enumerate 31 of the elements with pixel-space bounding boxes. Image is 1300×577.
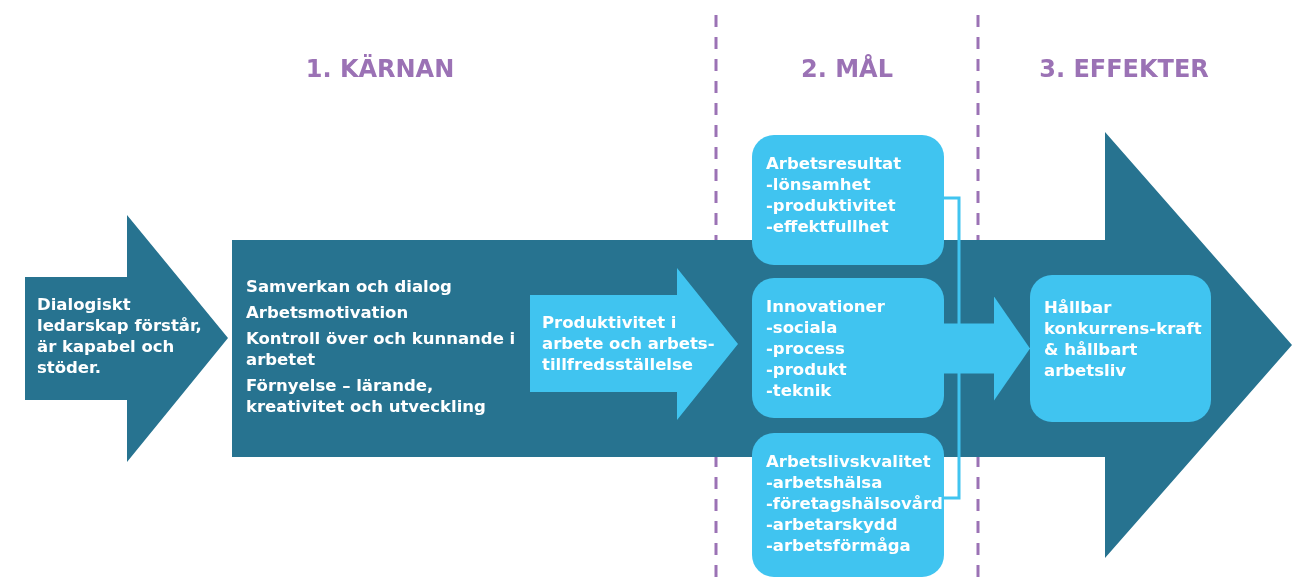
arrow-text: Produktivitet i arbete och arbets-tillfredsställelse [542,312,716,375]
goal-card [752,278,944,418]
list-item: -effektfullhet [766,216,890,237]
arrow-text: Samverkan och dialog [246,276,453,297]
card-heading: Innovationer [766,296,886,317]
block-arrow [530,268,740,421]
section-heading: 2. MÅL [801,55,893,83]
arrow-text: Arbetsmotivation [246,302,410,323]
arrow-text: Dialogiskt ledarskap förstår, är kapabel och stöder. [37,294,203,378]
arrow-text: Förnyelse – lärande, kreativitet och utveckling [246,375,487,417]
list-item: -lönsamhet [766,174,872,195]
list-item: -arbetsförmåga [766,535,912,556]
card-text: Hållbar konkurrens-kraft & hållbart arbetsliv [1044,297,1203,381]
list-item: -produkt [766,359,848,380]
block-arrow [25,215,229,463]
outcome-card [1030,275,1211,422]
section-heading: 3. EFFEKTER [1039,55,1209,83]
goal-card [752,135,944,265]
list-item: -arbetarskydd [766,514,899,535]
section-heading: 1. KÄRNAN [305,55,455,83]
list-item: -företagshälsovård [766,493,940,514]
arrow [944,296,1030,401]
list-item: -produktivitet [766,195,897,216]
list-item: -teknik [766,380,833,401]
list-item: -sociala [766,317,839,338]
list-item: -process [766,338,846,359]
list-item: -arbetshälsa [766,472,884,493]
arrow-text: Kontroll över och kunnande i arbetet [246,328,517,370]
goal-card [752,433,944,577]
card-heading: Arbetslivskvalitet [766,451,932,472]
card-heading: Arbetsresultat [766,153,903,174]
